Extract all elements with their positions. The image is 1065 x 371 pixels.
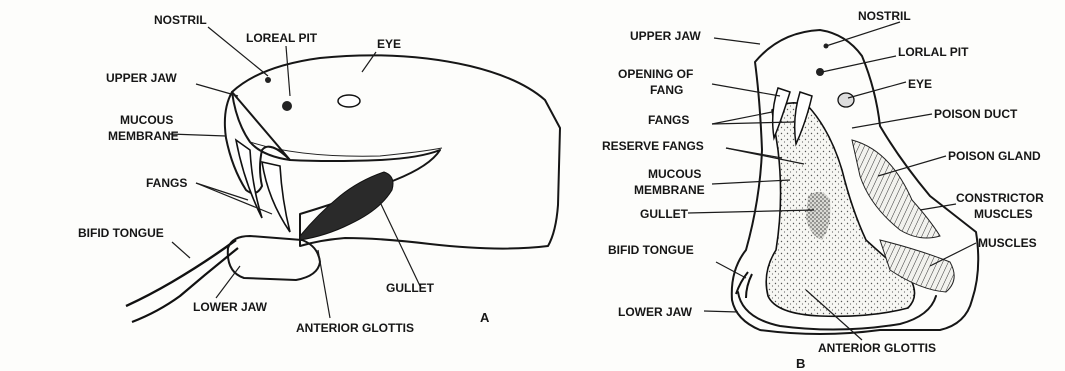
label-poison-duct-b: POISON DUCT — [934, 107, 1018, 121]
label-poison-gland-b: POISON GLAND — [948, 149, 1041, 163]
label-anterior-glottis-a: ANTERIOR GLOTTIS — [296, 321, 414, 335]
label-eye-a: EYE — [377, 37, 401, 51]
label-lower-jaw-b: LOWER JAW — [618, 305, 693, 319]
figure-a-labels: NOSTRIL LOREAL PIT EYE UPPER JAW MUCOUS … — [78, 13, 490, 335]
poison-gland-b — [852, 140, 940, 238]
label-eye-b: EYE — [908, 77, 932, 91]
label-gullet-b: GULLET — [640, 207, 689, 221]
figure-a-drawing — [126, 55, 560, 322]
label-nostril-b: NOSTRIL — [858, 9, 911, 23]
label-bifid-tongue-a: BIFID TONGUE — [78, 226, 164, 240]
label-nostril-a: NOSTRIL — [154, 13, 207, 27]
label-lower-jaw-a: LOWER JAW — [193, 300, 268, 314]
nostril-a — [265, 77, 271, 83]
label-reserve-fangs-b: RESERVE FANGS — [602, 139, 704, 153]
label-mucous-b-1: MUCOUS — [648, 167, 701, 181]
label-anterior-glottis-b: ANTERIOR GLOTTIS — [818, 341, 936, 355]
label-loreal-pit-a: LOREAL PIT — [246, 31, 318, 45]
loreal-pit-a — [282, 101, 292, 111]
label-mucous-b-2: MEMBRANE — [634, 183, 705, 197]
label-constrictor-b-2: MUSCLES — [974, 207, 1033, 221]
figure-b-drawing — [732, 30, 978, 334]
label-gullet-a: GULLET — [386, 281, 435, 295]
fang-a-2 — [262, 162, 290, 232]
eye-b — [838, 93, 854, 107]
label-bifid-tongue-b: BIFID TONGUE — [608, 243, 694, 257]
label-mucous-a-1: MUCOUS — [120, 113, 173, 127]
figure-letter-b: B — [796, 356, 805, 371]
gullet-a — [300, 172, 393, 240]
label-upper-jaw-b: UPPER JAW — [630, 29, 701, 43]
label-mucous-a-2: MEMBRANE — [108, 129, 179, 143]
lower-jaw-a — [228, 236, 320, 280]
eye-a — [338, 95, 360, 107]
label-opening-b-1: OPENING OF — [618, 67, 693, 81]
label-upper-jaw-a: UPPER JAW — [106, 71, 177, 85]
label-loreal-pit-b: LORLAL PIT — [898, 45, 969, 59]
label-fangs-a: FANGS — [146, 176, 187, 190]
upper-lip-a — [250, 142, 442, 156]
label-constrictor-b-1: CONSTRICTOR — [956, 191, 1044, 205]
figure-letter-a: A — [480, 310, 490, 325]
label-opening-b-2: FANG — [650, 83, 683, 97]
label-muscles-b: MUSCLES — [978, 236, 1037, 250]
label-fangs-b: FANGS — [648, 113, 689, 127]
